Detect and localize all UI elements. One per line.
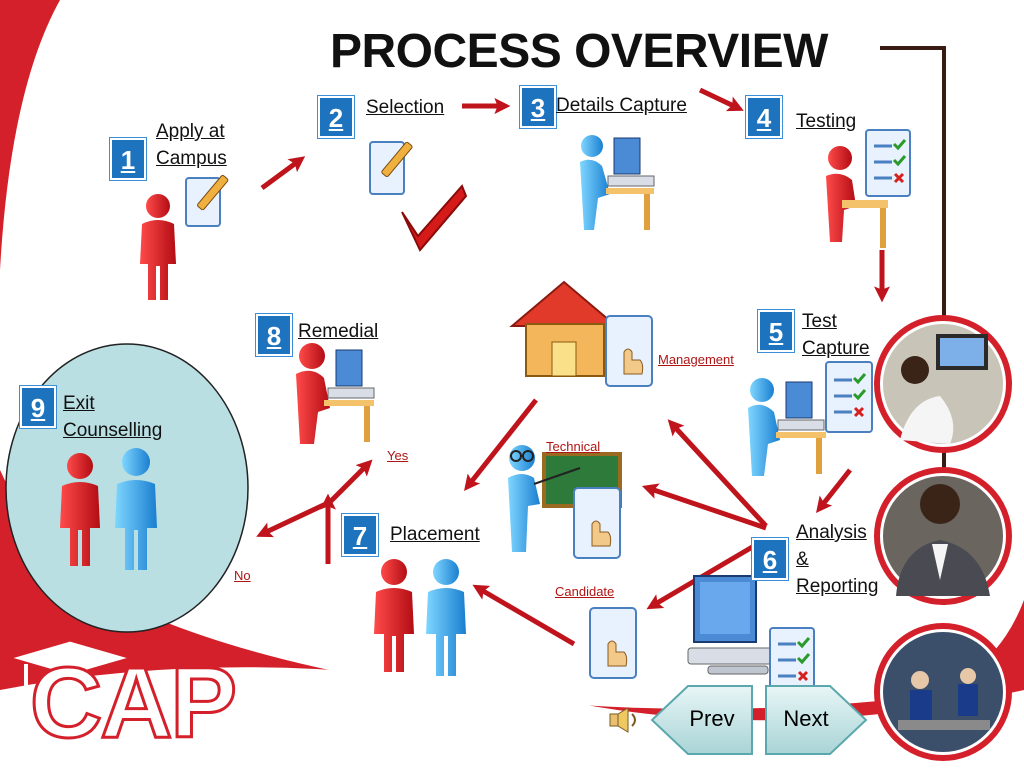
prev-button[interactable]: Prev (652, 688, 756, 752)
step-9-label-line2: Counselling (63, 420, 163, 441)
person-at-computer-icon (296, 343, 375, 444)
checklist-icon (769, 627, 815, 695)
checklist-icon (825, 361, 873, 433)
teacher-icon (508, 445, 622, 552)
step-4-label[interactable]: Testing (796, 111, 857, 132)
checklist-icon (865, 129, 911, 197)
step-1-label-line1: Apply at (156, 121, 225, 142)
computer-icon (687, 575, 773, 675)
person-red-icon (140, 194, 176, 300)
technical-link[interactable]: Technical (546, 439, 601, 454)
yes-link[interactable]: Yes (387, 448, 409, 463)
candidate-link[interactable]: Candidate (555, 584, 615, 599)
photo-workshop (874, 623, 1012, 761)
touch-document-icon (605, 315, 653, 387)
step-2-badge: 2 (318, 96, 354, 138)
person-at-computer-icon (748, 378, 826, 476)
touch-document-icon (573, 487, 621, 559)
next-button-label: Next (783, 706, 829, 731)
management-link[interactable]: Management (658, 352, 734, 367)
step-5-label-line2: Capture (802, 338, 870, 359)
step-6-label-line2: & (796, 549, 809, 570)
speaker-icon (609, 707, 636, 733)
prev-button-label: Prev (689, 706, 735, 731)
step-6-badge: 6 (752, 538, 788, 580)
touch-document-icon (589, 607, 637, 679)
speaker-button[interactable] (606, 704, 638, 736)
person-red-icon (60, 453, 100, 566)
step-2-label[interactable]: Selection (366, 97, 445, 118)
page-title: PROCESS OVERVIEW (330, 25, 828, 78)
step-5-label[interactable]: Test Capture (802, 308, 870, 362)
prev-arrow-shape (650, 685, 753, 755)
step-6-label-line1: Analysis (796, 522, 867, 543)
white-backdrop (0, 0, 1024, 709)
step-8-label[interactable]: Remedial (298, 321, 379, 342)
step-1-label-line2: Campus (156, 148, 227, 169)
flow-arrows (256, 87, 891, 647)
photo-businessman (874, 467, 1012, 605)
step-9-label-line1: Exit (63, 393, 95, 414)
person-blue-icon (115, 448, 157, 570)
person-at-computer-icon (580, 135, 655, 230)
person-red-icon (374, 559, 414, 672)
step-8-badge: 8 (256, 314, 292, 356)
logo-text: CAP (28, 647, 238, 760)
person-blue-icon (426, 559, 466, 676)
step-9-badge: 9 (20, 386, 56, 428)
person-testing-icon (826, 146, 888, 248)
next-arrow-shape (765, 685, 868, 755)
photo-office-worker (874, 315, 1012, 453)
next-button[interactable]: Next (760, 688, 864, 752)
step-4-badge: 4 (746, 96, 782, 138)
step-7-label[interactable]: Placement (390, 524, 480, 545)
cap-logo (2, 638, 138, 700)
step-6-label[interactable]: Analysis & Reporting (796, 519, 878, 600)
step-6-label-line3: Reporting (796, 576, 879, 597)
checkmark-icon (401, 184, 468, 252)
no-link[interactable]: No (234, 568, 251, 583)
edit-document-icon (369, 141, 413, 195)
house-icon (509, 280, 619, 377)
step-9-label[interactable]: Exit Counselling (63, 390, 162, 444)
step-1-badge: 1 (110, 138, 146, 180)
step-3-badge: 3 (520, 86, 556, 128)
step-3-label[interactable]: Details Capture (556, 95, 687, 116)
step-1-label[interactable]: Apply at Campus (156, 118, 227, 172)
edit-document-icon (185, 175, 229, 227)
step-5-label-line1: Test (802, 311, 837, 332)
step-7-badge: 7 (342, 514, 378, 556)
step-5-badge: 5 (758, 310, 794, 352)
